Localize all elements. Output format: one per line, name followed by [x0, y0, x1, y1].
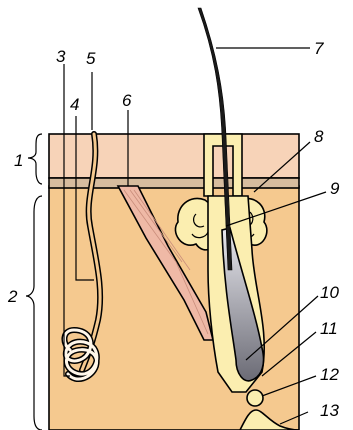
label-12: 12	[320, 365, 339, 384]
label-13: 13	[320, 401, 339, 420]
label-3: 3	[56, 47, 66, 66]
hair-papilla	[247, 390, 263, 406]
label-6: 6	[122, 91, 132, 110]
label-10: 10	[320, 283, 339, 302]
label-11: 11	[320, 319, 338, 338]
label-9: 9	[330, 179, 340, 198]
label-2: 2	[7, 287, 18, 306]
label-4: 4	[70, 95, 79, 114]
label-7: 7	[314, 39, 324, 58]
label-1: 1	[14, 151, 23, 170]
basal-layer	[49, 178, 299, 188]
epidermis	[49, 134, 299, 178]
brace-2	[26, 196, 42, 430]
label-5: 5	[86, 49, 96, 68]
brace-1	[28, 134, 42, 184]
label-8: 8	[314, 127, 324, 146]
